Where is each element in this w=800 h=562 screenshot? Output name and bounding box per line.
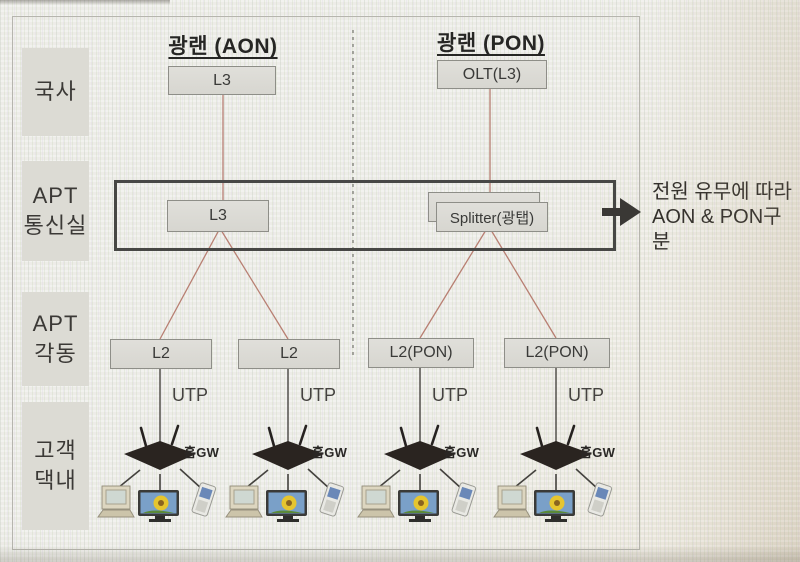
tv-icon	[398, 490, 439, 522]
desktop-pc-icon	[97, 485, 135, 518]
mobile-phone-icon	[319, 482, 345, 517]
utp-label-2: UTP	[300, 385, 336, 405]
home-cluster-2: 홈GW	[224, 424, 394, 524]
mobile-phone-icon	[587, 482, 613, 517]
node-l3-central: L3	[168, 66, 276, 95]
home-cluster-3: 홈GW	[356, 424, 526, 524]
home-gateway-router-icon	[124, 424, 196, 470]
home-gw-label: 홈GW	[312, 445, 348, 460]
home-cluster-4: 홈GW	[492, 424, 662, 524]
home-gateway-router-icon	[252, 424, 324, 470]
utp-label-3: UTP	[432, 385, 468, 405]
desktop-pc-icon	[225, 485, 263, 518]
mobile-phone-icon	[191, 482, 217, 517]
tv-icon	[138, 490, 179, 522]
title-lan-pon: 광랜 (PON)	[437, 32, 545, 55]
home-cluster-1: 홈GW	[96, 424, 266, 524]
annotation-line-2: AON & PON구분	[652, 206, 782, 253]
node-l2-1: L2	[110, 339, 212, 369]
power-distinction-annotation: 전원 유무에 따라 AON & PON구분	[652, 180, 797, 255]
annotation-line-1: 전원 유무에 따라	[652, 181, 792, 203]
desktop-pc-icon	[493, 485, 531, 518]
home-gw-label: 홈GW	[444, 445, 480, 460]
row-label-customer-premises: 고객 댁내	[22, 402, 89, 530]
node-l2pon-2: L2(PON)	[504, 338, 610, 368]
node-l3-apt: L3	[167, 200, 269, 232]
node-olt-l3: OLT(L3)	[437, 60, 547, 89]
right-arrow-icon	[602, 198, 641, 226]
row-label-apt-each-building: APT 각동	[22, 292, 89, 386]
home-gw-label: 홈GW	[580, 445, 616, 460]
home-network-icon-group	[493, 424, 613, 522]
node-l2pon-1: L2(PON)	[368, 338, 474, 368]
home-network-icon-group	[357, 424, 477, 522]
utp-label-4: UTP	[568, 385, 604, 405]
home-network-icon-group	[225, 424, 345, 522]
tv-icon	[534, 490, 575, 522]
home-gateway-router-icon	[384, 424, 456, 470]
desktop-pc-icon	[357, 485, 395, 518]
home-network-icon-group	[97, 424, 217, 522]
tv-icon	[266, 490, 307, 522]
home-gw-label: 홈GW	[184, 445, 220, 460]
title-lan-aon: 광랜 (AON)	[168, 35, 278, 58]
mobile-phone-icon	[451, 482, 477, 517]
row-label-central-office: 국사	[22, 48, 89, 136]
home-gateway-router-icon	[520, 424, 592, 470]
utp-label-1: UTP	[172, 385, 208, 405]
row-label-apt-comm-room: APT 통신실	[22, 161, 89, 261]
diagram-frame	[12, 16, 640, 550]
node-l2-2: L2	[238, 339, 340, 369]
node-splitter: Splitter(광탭)	[436, 202, 548, 232]
